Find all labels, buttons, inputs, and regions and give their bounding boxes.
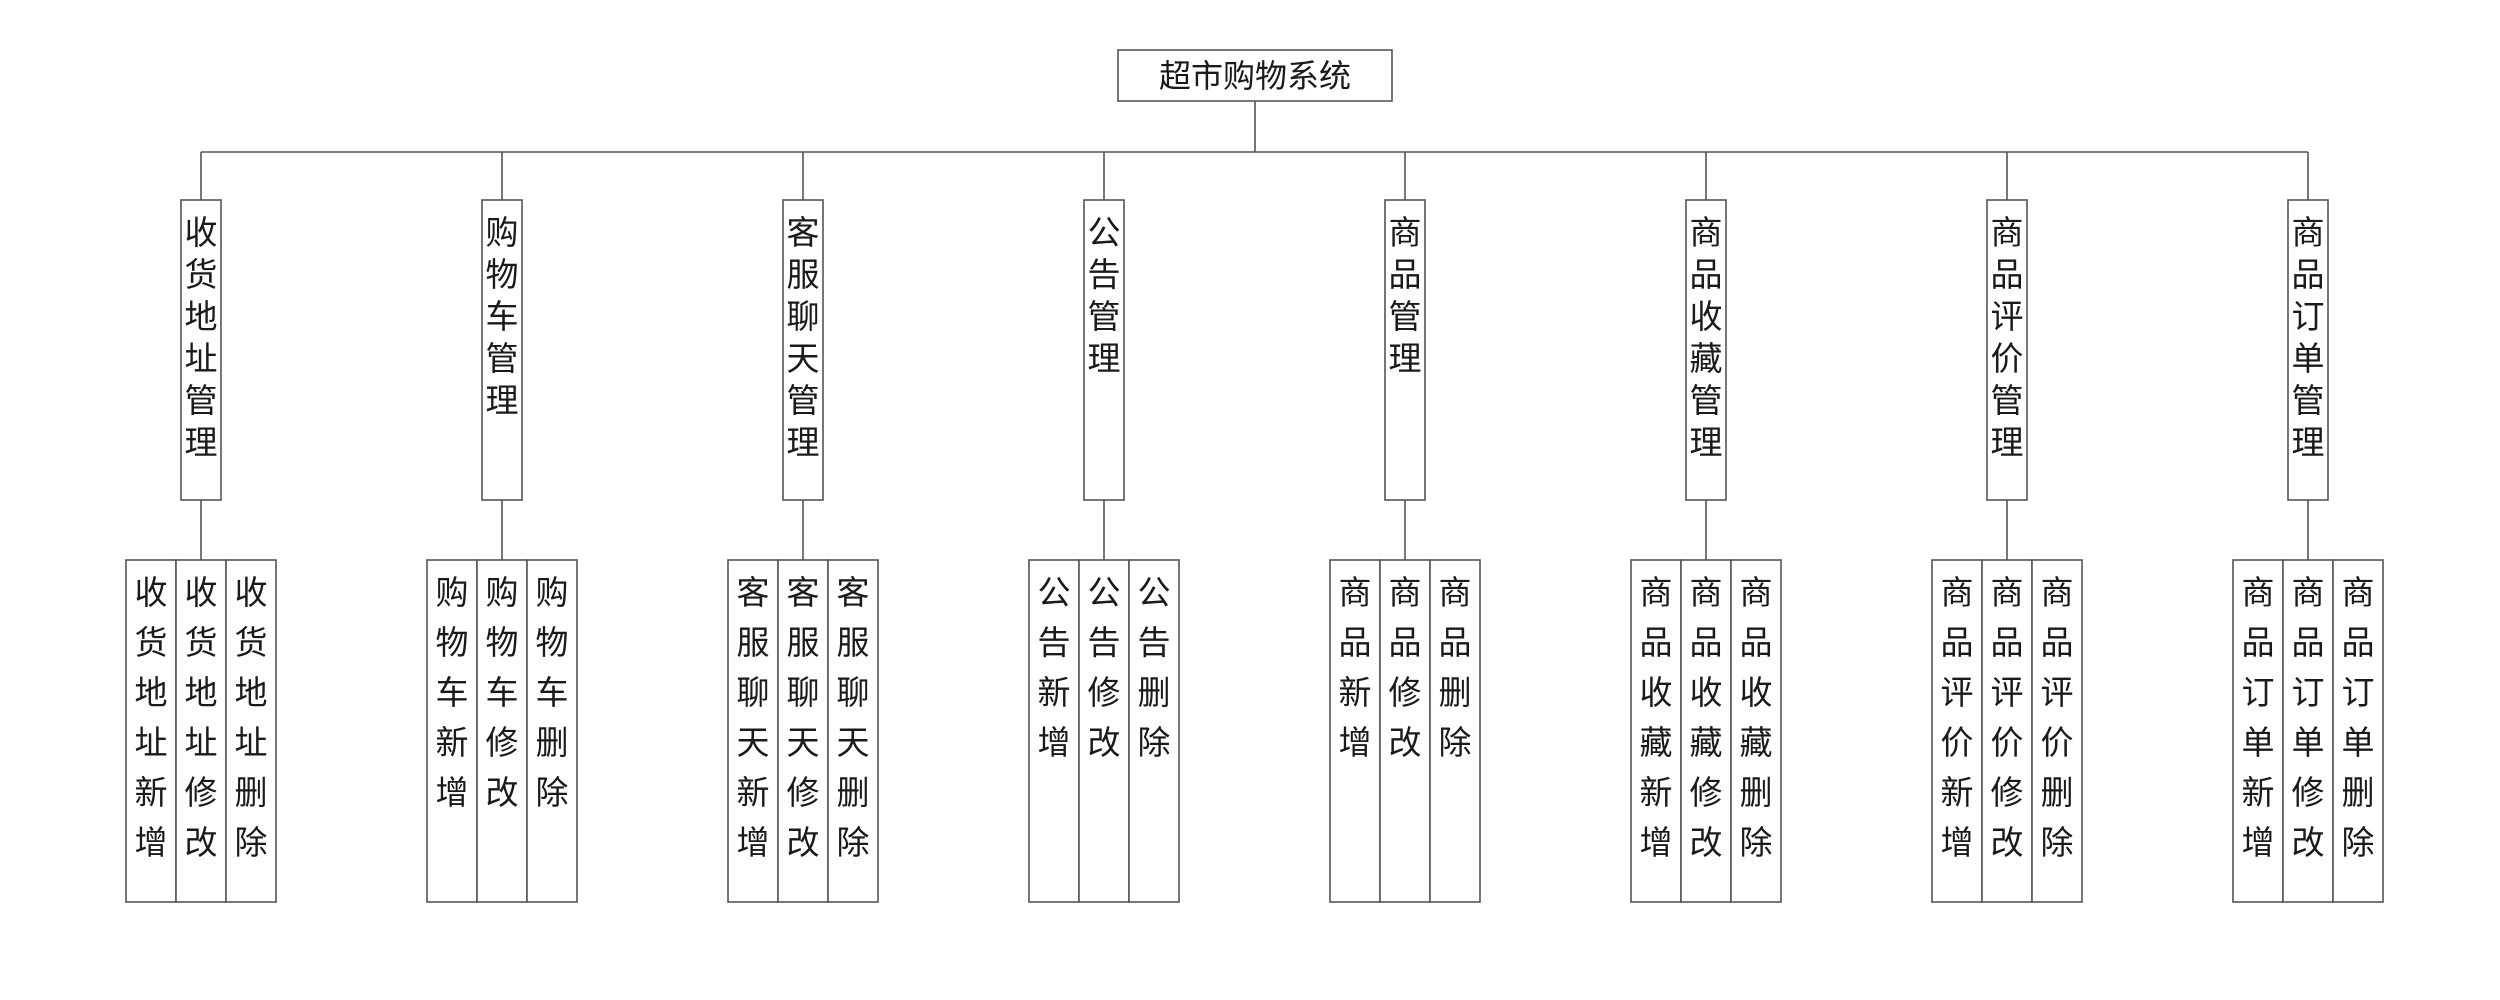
leaf-label: 商品订单修改 <box>2292 573 2325 862</box>
leaf-box <box>1329 559 1381 903</box>
leaf-label: 购物车新增 <box>436 573 469 812</box>
leaf-box <box>1078 559 1130 903</box>
root-box <box>1117 49 1393 102</box>
leaf-box <box>1429 559 1481 903</box>
module-label: 商品管理 <box>1389 213 1422 378</box>
leaf-box <box>225 559 277 903</box>
module-node: 商品评价管理 <box>1986 199 2028 501</box>
leaf-box <box>476 559 528 903</box>
module-label: 商品评价管理 <box>1991 213 2024 462</box>
leaf-label: 商品收藏修改 <box>1690 573 1723 862</box>
leaf-label: 收货地址修改 <box>185 573 218 862</box>
leaf-label: 购物车删除 <box>536 573 569 812</box>
leaf-box <box>1028 559 1080 903</box>
module-node: 商品管理 <box>1384 199 1426 501</box>
leaf-label: 客服聊天修改 <box>787 573 820 862</box>
leaf-label: 商品订单删除 <box>2342 573 2375 862</box>
module-node: 商品订单管理 <box>2287 199 2329 501</box>
module-box <box>1083 199 1125 501</box>
leaf-box <box>1379 559 1431 903</box>
leaf-label: 客服聊天删除 <box>837 573 870 862</box>
module-label: 商品订单管理 <box>2292 213 2325 462</box>
module-box <box>1384 199 1426 501</box>
module-box <box>2287 199 2329 501</box>
module-box <box>782 199 824 501</box>
module-label: 收货地址管理 <box>185 213 218 462</box>
module-box <box>1685 199 1727 501</box>
module-box <box>1986 199 2028 501</box>
leaf-box <box>1128 559 1180 903</box>
leaf-box <box>1981 559 2033 903</box>
leaf-box <box>125 559 177 903</box>
leaf-label: 客服聊天新增 <box>737 573 770 862</box>
leaf-label: 商品评价修改 <box>1991 573 2024 862</box>
leaf-label: 商品新增 <box>1339 573 1372 762</box>
leaf-label: 商品修改 <box>1389 573 1422 762</box>
module-node: 公告管理 <box>1083 199 1125 501</box>
module-node: 商品收藏管理 <box>1685 199 1727 501</box>
leaf-label: 商品订单新增 <box>2242 573 2275 862</box>
leaf-box <box>1630 559 1682 903</box>
leaf-label: 收货地址删除 <box>235 573 268 862</box>
leaf-box <box>777 559 829 903</box>
leaf-box <box>827 559 879 903</box>
module-label: 公告管理 <box>1088 213 1121 378</box>
module-box <box>180 199 222 501</box>
leaf-box <box>727 559 779 903</box>
module-label: 客服聊天管理 <box>787 213 820 462</box>
module-node: 收货地址管理 <box>180 199 222 501</box>
leaf-label: 商品收藏删除 <box>1740 573 1773 862</box>
leaf-label: 商品评价新增 <box>1941 573 1974 862</box>
root-node: 超市购物系统 <box>1117 49 1393 102</box>
leaf-box <box>1730 559 1782 903</box>
leaf-box <box>2332 559 2384 903</box>
leaf-label: 购物车修改 <box>486 573 519 812</box>
leaf-box <box>175 559 227 903</box>
leaf-box <box>526 559 578 903</box>
root-label: 超市购物系统 <box>1159 57 1351 95</box>
module-label: 购物车管理 <box>486 213 519 420</box>
connector-lines <box>200 101 2309 560</box>
leaf-box <box>2031 559 2083 903</box>
leaf-label: 商品收藏新增 <box>1640 573 1673 862</box>
leaf-box <box>1680 559 1732 903</box>
leaf-box <box>2282 559 2334 903</box>
module-box <box>481 199 523 501</box>
leaf-box <box>1931 559 1983 903</box>
leaf-label: 公告删除 <box>1138 573 1171 762</box>
leaf-label: 商品评价删除 <box>2041 573 2074 862</box>
leaf-box <box>2232 559 2284 903</box>
leaf-label: 公告新增 <box>1038 573 1071 762</box>
leaf-label: 商品删除 <box>1439 573 1472 762</box>
leaf-label: 收货地址新增 <box>135 573 168 862</box>
module-node: 购物车管理 <box>481 199 523 501</box>
module-label: 商品收藏管理 <box>1690 213 1723 462</box>
module-node: 客服聊天管理 <box>782 199 824 501</box>
leaf-label: 公告修改 <box>1088 573 1121 762</box>
